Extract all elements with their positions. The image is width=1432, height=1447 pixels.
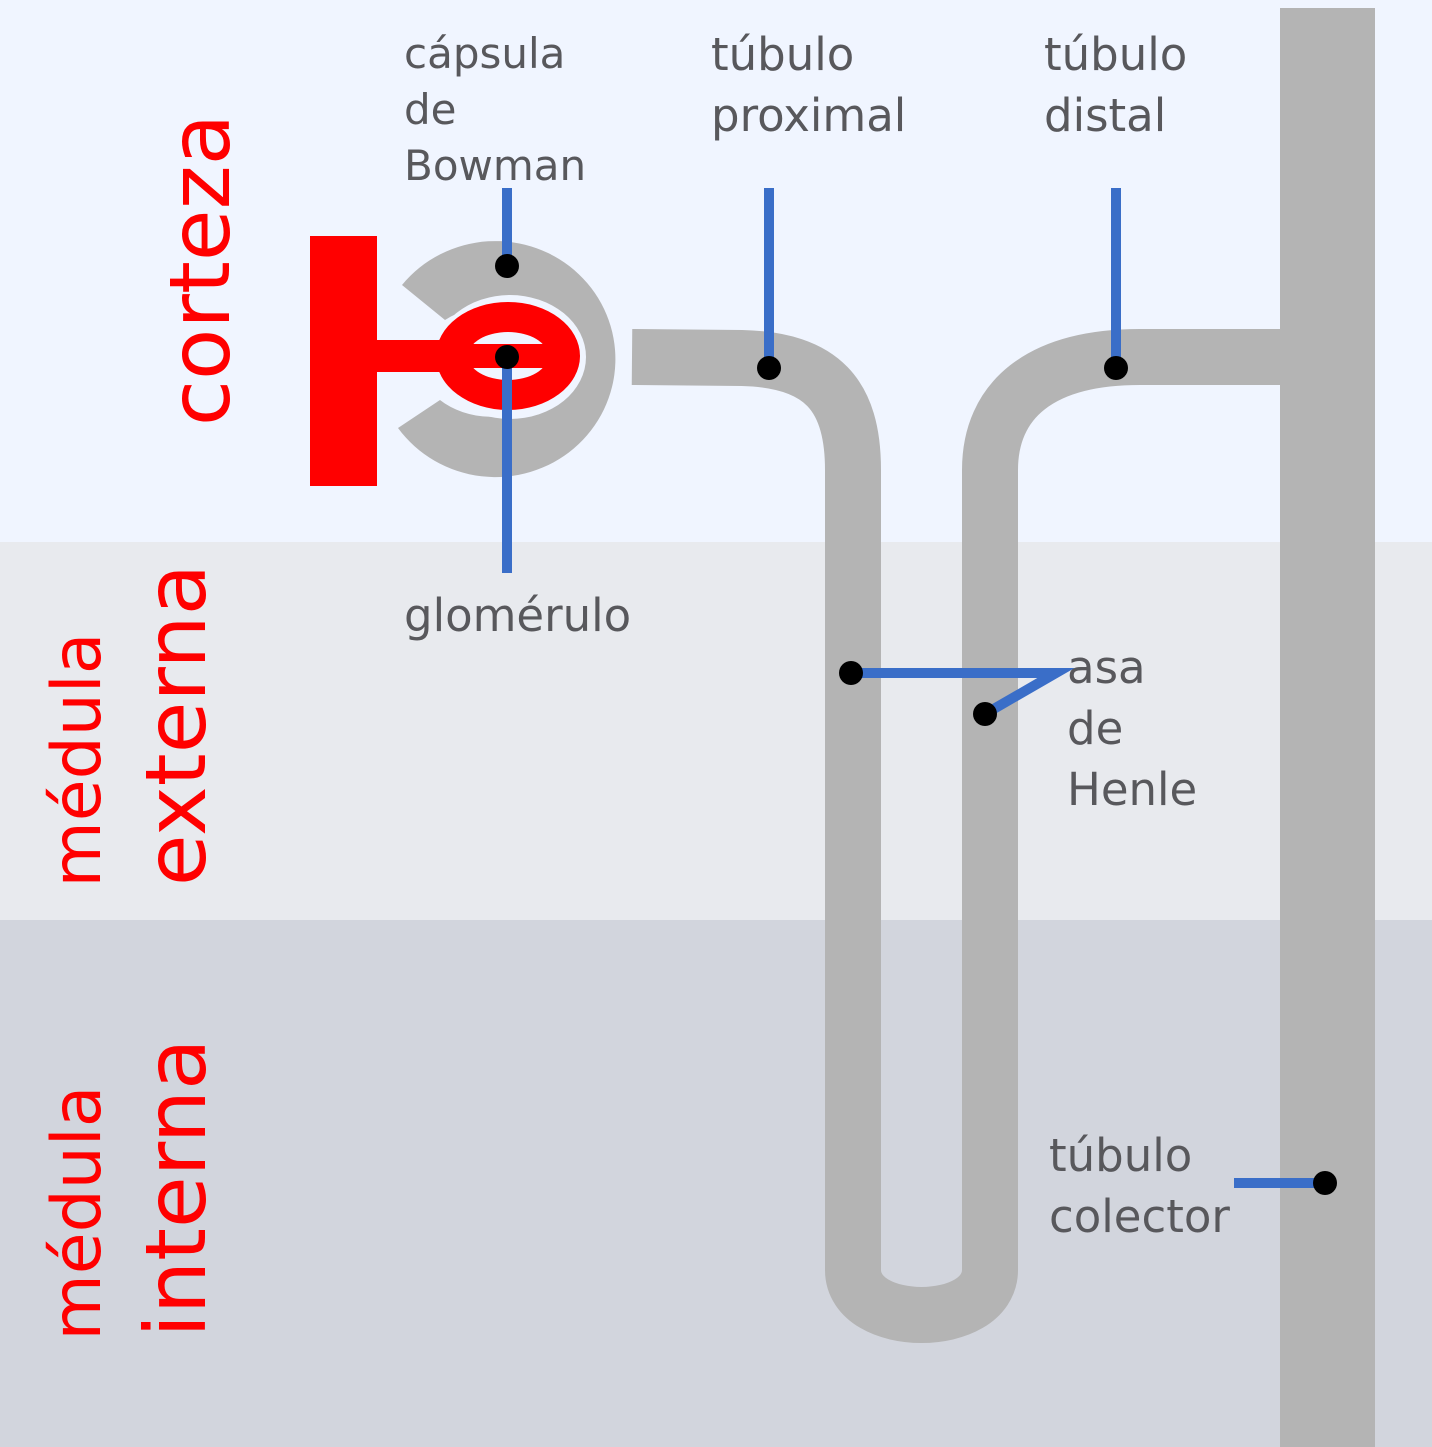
bowman-label-line2: de [404,85,457,134]
henle-descending-marker [839,661,863,685]
distal-label-line1: túbulo [1044,28,1187,81]
distal-label-line2: distal [1044,89,1166,142]
cortex-zone [0,0,1432,542]
bowman-marker [495,254,519,278]
outer-medulla-zone [0,542,1432,920]
collecting-tubule [1280,8,1375,1447]
distal-marker [1104,356,1128,380]
henle-ascending-marker [973,702,997,726]
glomerulus-marker [495,345,519,369]
bowman-capsule [398,241,616,478]
afferent-vessel-vertical [310,236,377,486]
cortex-label: corteza [151,114,249,426]
collecting-label-line2: colector [1049,1190,1230,1243]
inner-medulla-label-line2: interna [127,1039,225,1338]
henle-label-line2: de [1067,702,1123,755]
henle-label-line3: Henle [1067,763,1197,816]
collecting-label-line1: túbulo [1049,1129,1192,1182]
collecting-marker [1313,1171,1337,1195]
inner-medulla-zone [0,920,1432,1447]
henle-leader [851,668,1075,719]
inner-medulla-label-line1: médula [38,1086,117,1341]
henle-label-line1: asa [1067,641,1146,694]
nephron-tubule [631,329,1282,1343]
proximal-label-line2: proximal [711,89,906,142]
proximal-label-line1: túbulo [711,28,854,81]
proximal-marker [757,356,781,380]
outer-medulla-label-line1: médula [38,633,117,888]
bowman-label-line1: cápsula [404,29,565,78]
glomerulus-label: glomérulo [404,589,631,642]
bowman-label-line3: Bowman [404,141,586,190]
outer-medulla-label-line2: externa [127,564,225,886]
